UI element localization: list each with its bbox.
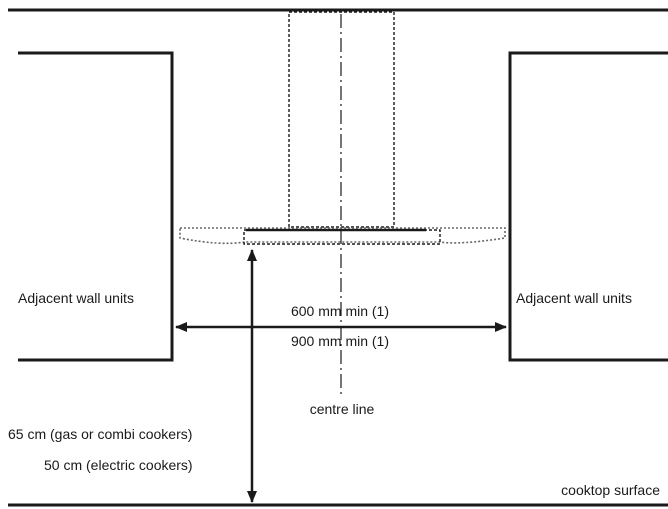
left-units-label: Adjacent wall units (18, 290, 134, 306)
cooktop-surface-label: cooktop surface (561, 482, 660, 498)
width-min-label-2: 900 mm min (1) (291, 333, 389, 349)
left-wall-unit (18, 51, 174, 362)
width-min-label-1: 600 mm min (1) (291, 303, 389, 319)
right-units-label: Adjacent wall units (516, 290, 632, 306)
centre-line-label: centre line (310, 401, 375, 417)
hood-chimney (288, 11, 395, 228)
height-electric-label: 50 cm (electric cookers) (44, 457, 193, 473)
right-wall-unit (508, 51, 668, 362)
height-gas-label: 65 cm (gas or combi cookers) (8, 426, 192, 442)
